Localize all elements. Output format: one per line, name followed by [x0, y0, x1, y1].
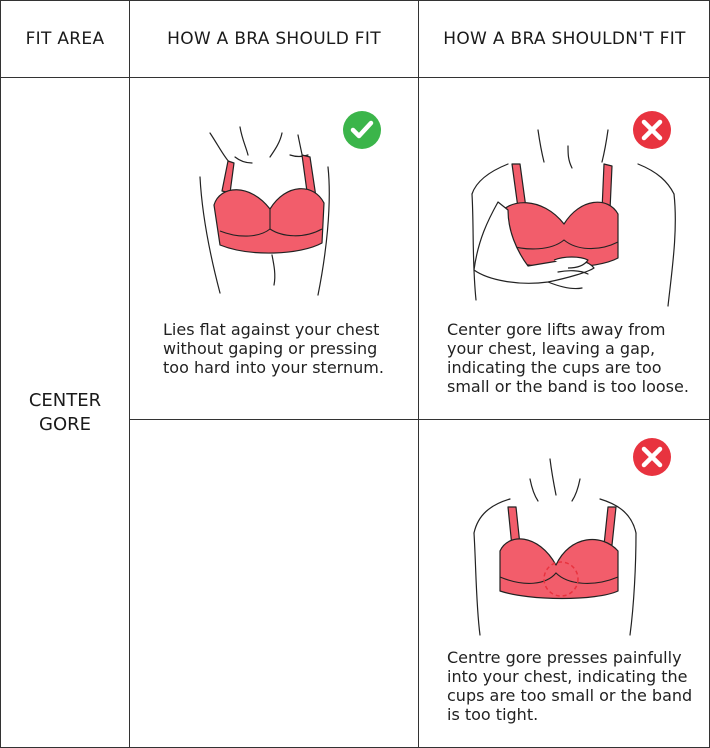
- header-fit-area: FIT AREA: [25, 29, 105, 49]
- header-shouldnt-fit: HOW A BRA SHOULDN'T FIT: [443, 29, 686, 49]
- header-should-fit: HOW A BRA SHOULD FIT: [167, 29, 381, 49]
- column-divider-2: [418, 0, 419, 748]
- header-divider: [0, 77, 710, 78]
- gore-pressure-description: Centre gore presses painfully into your …: [447, 648, 693, 724]
- fit-area-label: CENTER GORE: [28, 390, 102, 435]
- check-icon: [343, 111, 381, 149]
- column-divider-1: [129, 0, 130, 748]
- gore-pressure-illustration: [473, 458, 637, 636]
- row-divider: [129, 419, 710, 420]
- cross-icon-1: [633, 111, 671, 149]
- gore-gap-description: Center gore lifts away from your chest, …: [447, 320, 689, 396]
- gore-gap-illustration: [471, 129, 676, 307]
- table-border-left: [0, 0, 1, 748]
- cross-icon-2: [633, 438, 671, 476]
- correct-fit-description: Lies flat against your chest without gap…: [163, 320, 384, 377]
- correct-fit-illustration: [199, 126, 330, 296]
- table-border-top: [0, 0, 710, 1]
